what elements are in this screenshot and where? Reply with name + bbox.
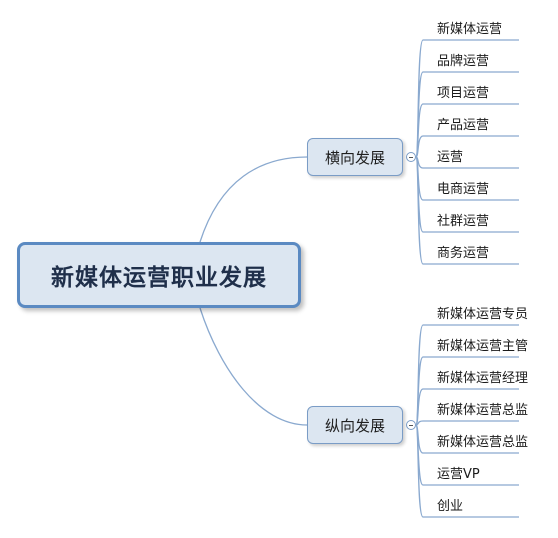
root-node-label: 新媒体运营职业发展 bbox=[51, 265, 267, 291]
leaf-vertical-item[interactable]: 新媒体运营总监 bbox=[437, 435, 529, 450]
leaf-horizontal-item[interactable]: 商务运营 bbox=[437, 246, 490, 261]
branch-vertical-development[interactable]: 纵向发展 bbox=[307, 406, 403, 444]
connector-horizontal-leaf bbox=[415, 135, 519, 158]
branch-horizontal-development[interactable]: 横向发展 bbox=[307, 138, 403, 176]
leaf-horizontal-item[interactable]: 电商运营 bbox=[437, 182, 490, 197]
leaf-vertical-item[interactable]: 创业 bbox=[437, 499, 464, 514]
leaf-vertical-item[interactable]: 新媒体运营总监 bbox=[437, 403, 529, 418]
root-node: 新媒体运营职业发展 bbox=[17, 242, 301, 308]
connector-horizontal-leaf bbox=[415, 156, 519, 265]
branch-vertical-label: 纵向发展 bbox=[324, 416, 385, 435]
connector-vertical-leaf bbox=[415, 424, 519, 518]
leaf-horizontal-item[interactable]: 新媒体运营 bbox=[437, 22, 503, 37]
leaf-vertical-item[interactable]: 新媒体运营专员 bbox=[437, 307, 529, 322]
leaf-vertical-item[interactable]: 运营VP bbox=[437, 467, 480, 482]
connector-root-horizontal bbox=[199, 156, 308, 243]
leaf-vertical-item[interactable]: 新媒体运营经理 bbox=[437, 371, 529, 386]
collapse-horizontal-icon[interactable] bbox=[406, 152, 416, 162]
leaf-vertical-item[interactable]: 新媒体运营主管 bbox=[437, 339, 529, 354]
leaf-horizontal-item[interactable]: 社群运营 bbox=[437, 214, 490, 229]
connector-vertical-leaf bbox=[415, 388, 519, 426]
collapse-vertical-icon[interactable] bbox=[406, 420, 416, 430]
leaf-horizontal-item[interactable]: 项目运营 bbox=[437, 86, 490, 101]
connector-horizontal-leaf bbox=[415, 156, 519, 169]
leaf-horizontal-item[interactable]: 运营 bbox=[437, 150, 464, 165]
branch-horizontal-label: 横向发展 bbox=[324, 148, 385, 167]
connector-vertical-leaf bbox=[415, 420, 519, 426]
leaf-horizontal-item[interactable]: 产品运营 bbox=[437, 118, 490, 133]
leaf-horizontal-item[interactable]: 品牌运营 bbox=[437, 54, 490, 69]
connector-root-vertical bbox=[199, 307, 308, 426]
